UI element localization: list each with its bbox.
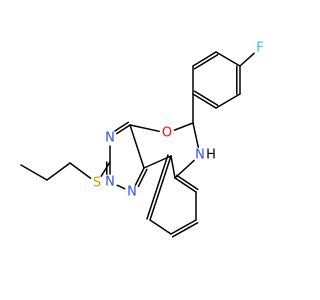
bond-P2-P3 — [215, 93, 241, 109]
atom-n2: N — [105, 175, 115, 190]
bond-N1-C11b — [134, 167, 145, 186]
bond-C11b-C4a — [129, 124, 145, 169]
atom-symbol-n2: N — [105, 175, 115, 190]
bond-F-P1 — [239, 52, 255, 67]
bond-N1-C11b-second-line — [137, 168, 148, 188]
bond-P5-P6 — [192, 51, 217, 67]
bonds — [20, 51, 255, 238]
bond-B1-B6-second-line — [146, 154, 169, 220]
atom-hydrogen-nh: H — [206, 148, 216, 163]
bond-B5-B4 — [170, 219, 197, 235]
atom-n1: N — [105, 131, 115, 146]
bond-C6-NH — [192, 122, 200, 148]
bond-B1-B6 — [149, 155, 172, 221]
bond-P5-P6-second-line — [193, 53, 219, 70]
atom-symbol-f: F — [256, 41, 263, 56]
bond-C4a-N4 — [115, 124, 131, 135]
bond-O-C4a — [129, 124, 160, 133]
bond-B1-B2 — [170, 155, 176, 179]
atom-s: S — [93, 176, 101, 191]
bond-P6-P1 — [215, 51, 241, 67]
atom-symbol-n3: N — [127, 185, 137, 200]
atom-symbol-s: S — [93, 176, 101, 191]
atom-f: F — [256, 41, 263, 56]
bond-SP1-SP2 — [46, 162, 71, 181]
bond-B3-B2-second-line — [176, 174, 199, 191]
bond-P3-P4 — [192, 93, 217, 109]
atom-symbol-nh: N — [195, 148, 205, 163]
bond-C6-O — [173, 122, 194, 131]
atom-symbol-o: O — [162, 126, 172, 141]
bond-B6-B5 — [149, 219, 172, 235]
bond-B3-B2 — [174, 177, 197, 193]
bond-P3-P4-second-line — [193, 90, 219, 107]
bond-N2-N1 — [116, 184, 126, 190]
bond-C4a-N4-second-line — [114, 121, 130, 132]
bond-S-SP1 — [69, 162, 92, 179]
atom-o: O — [162, 126, 172, 141]
atom-symbol-n1: N — [105, 131, 115, 146]
bond-B2-NH — [174, 159, 195, 179]
bond-C3-S — [100, 161, 111, 177]
bond-SP2-SP3 — [20, 164, 48, 181]
atom-n3: N — [127, 185, 137, 200]
bond-B5-B4-second-line — [171, 222, 199, 238]
